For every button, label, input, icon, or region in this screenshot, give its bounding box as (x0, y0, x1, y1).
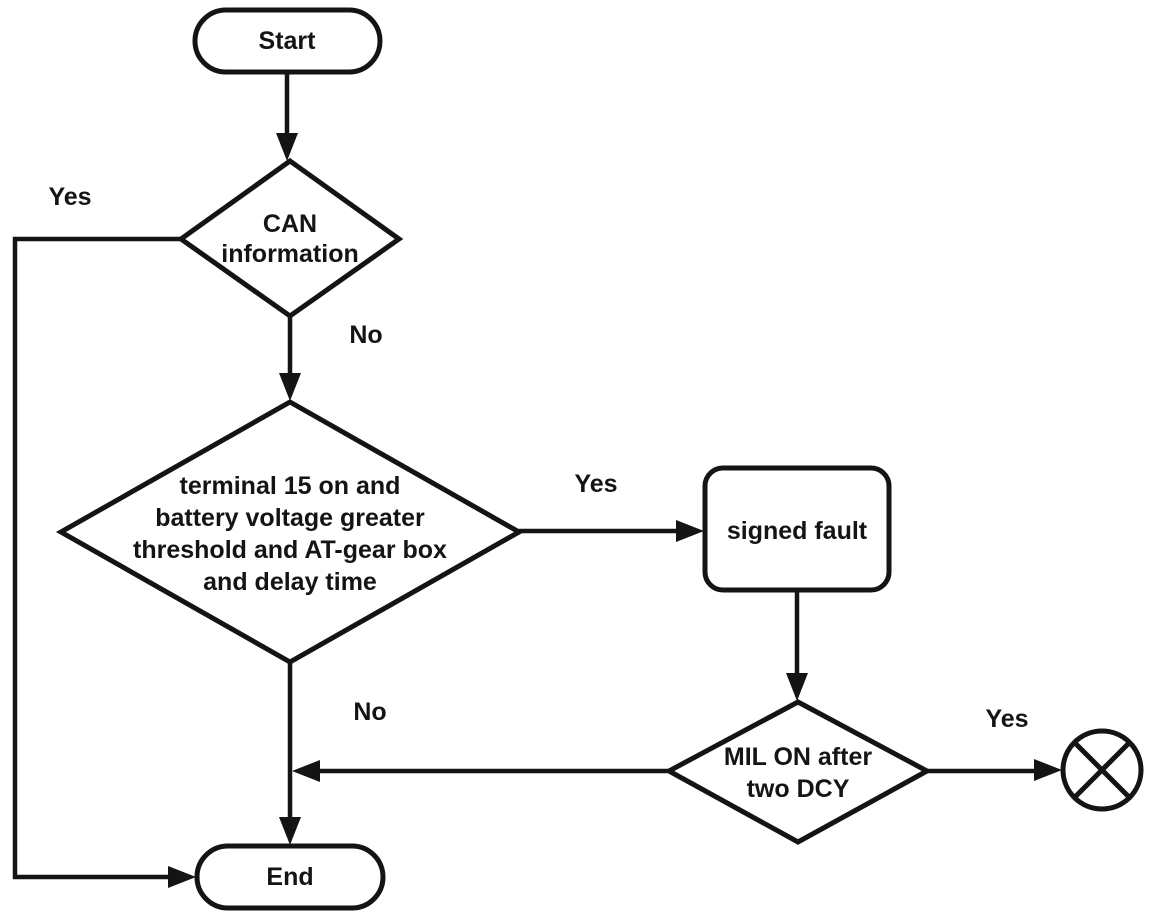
signed-fault-node (702, 465, 892, 593)
arrowhead-into-circled-x-left (1034, 759, 1062, 781)
edge-label-can-yes: Yes (48, 183, 91, 211)
edge-can-yes-to-end (12, 236, 181, 880)
end-node (194, 843, 386, 911)
mil-decision-label-line2: two DCY (747, 775, 850, 803)
arrowhead-into-end-left (168, 866, 196, 888)
can-decision-label-line1: CAN (263, 210, 317, 238)
edge-label-conditions-yes: Yes (574, 470, 617, 498)
conditions-decision-label-line1: terminal 15 on and (180, 472, 401, 500)
edge-label-conditions-no: No (353, 698, 386, 726)
signed-fault-label: signed fault (727, 517, 868, 545)
arrowhead-into-mil-top (786, 673, 808, 701)
conditions-decision-node (55, 399, 525, 665)
arrowhead-mil-no-merge-left (292, 760, 320, 782)
edge-label-mil-yes: Yes (985, 705, 1028, 733)
conditions-decision-label-line2: battery voltage greater (155, 504, 425, 532)
arrowhead-into-can-top (276, 133, 298, 161)
start-label: Start (259, 27, 317, 55)
can-decision-node (176, 157, 404, 320)
arrowhead-into-signed-fault-left (676, 520, 704, 542)
mil-decision-label-line1: MIL ON after (724, 743, 872, 771)
start-node (192, 7, 383, 75)
end-label: End (266, 863, 313, 891)
can-decision-label-line2: information (221, 240, 359, 268)
edge-label-can-no: No (349, 321, 382, 349)
conditions-decision-label-line3: threshold and AT-gear box (133, 536, 447, 564)
arrowhead-into-conditions-top (279, 373, 301, 401)
conditions-decision-label-line4: and delay time (203, 568, 377, 596)
circled-x-icon (1060, 728, 1144, 812)
mil-decision-node (663, 699, 933, 845)
arrowhead-into-end-top (279, 817, 301, 845)
